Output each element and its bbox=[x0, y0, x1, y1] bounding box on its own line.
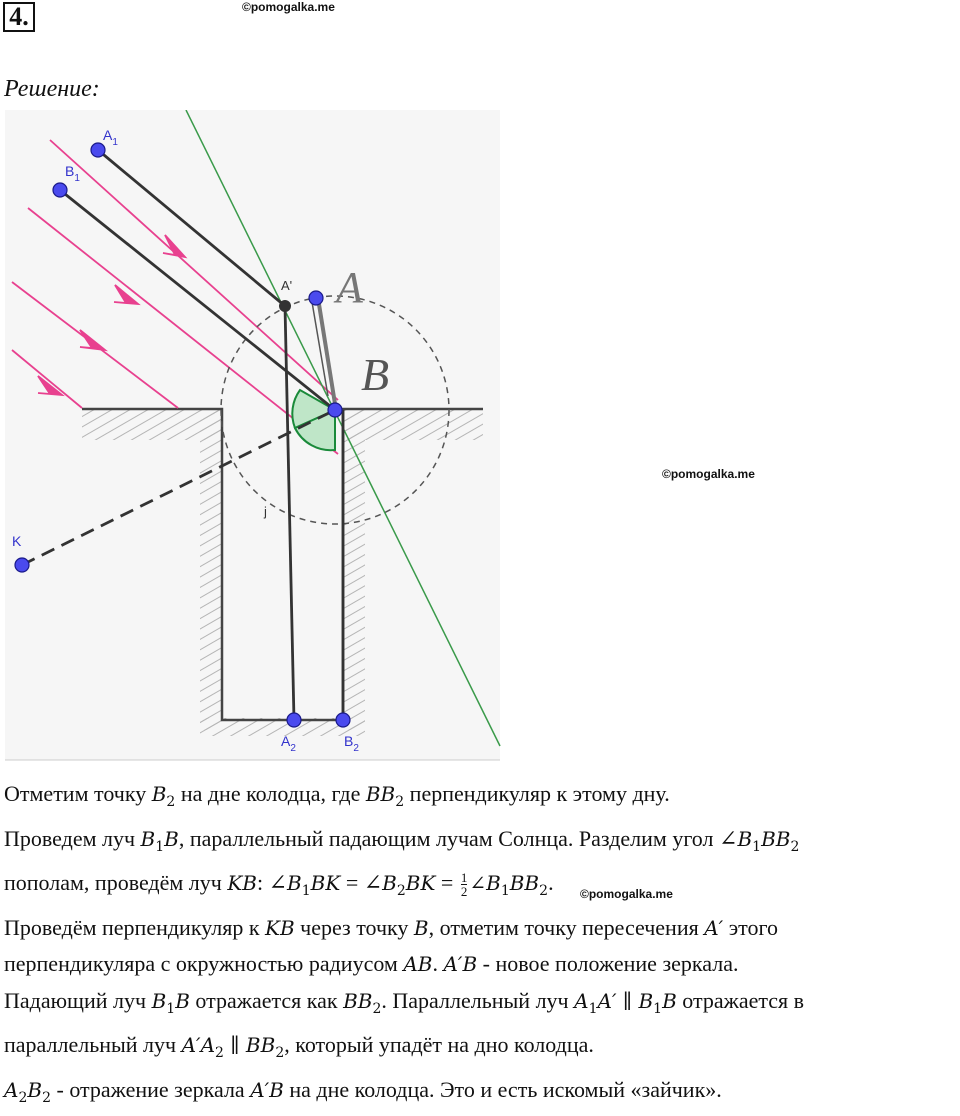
well-hatch-left bbox=[200, 410, 222, 730]
point-B2 bbox=[336, 713, 350, 727]
label-A-big: A bbox=[333, 263, 364, 312]
solution-heading: Решение: bbox=[4, 76, 100, 103]
point-B bbox=[328, 403, 342, 417]
watermark-top: ©pomogalka.me bbox=[242, 0, 335, 14]
watermark-middle: ©pomogalka.me bbox=[662, 467, 755, 481]
point-A-prime bbox=[279, 300, 291, 312]
text-line-3: пополам, проведём луч KB: ∠B1BK = ∠B2BK … bbox=[4, 865, 960, 910]
text-line-4: Проведём перпендикуляр к KB через точку … bbox=[4, 910, 960, 947]
point-B1 bbox=[53, 183, 67, 197]
problem-number: 4. bbox=[3, 2, 35, 32]
well-hatch-right bbox=[343, 410, 365, 730]
text-line-2: Проведем луч B1B, параллельный падающим … bbox=[4, 821, 960, 866]
point-A1 bbox=[91, 143, 105, 157]
label-K: K bbox=[12, 533, 22, 549]
solution-text: Отметим точку B2 на дне колодца, где BB2… bbox=[4, 776, 960, 1116]
text-line-8: A2B2 - отражение зеркала A′B на дне коло… bbox=[4, 1072, 960, 1116]
text-line-6: Падающий луч B1B отражается как BB2. Пар… bbox=[4, 983, 960, 1028]
label-j: j bbox=[263, 504, 267, 519]
label-B-big: B bbox=[361, 349, 389, 400]
text-line-7: параллельный луч A′A2 ∥ BB2, который упа… bbox=[4, 1027, 960, 1072]
point-A bbox=[309, 291, 323, 305]
geometry-figure: A1 B1 K A2 B2 A' j A B bbox=[0, 110, 505, 770]
text-line-5: перпендикуляра с окружностью радиусом AB… bbox=[4, 946, 960, 983]
text-line-1: Отметим точку B2 на дне колодца, где BB2… bbox=[4, 776, 960, 821]
label-A-prime: A' bbox=[281, 278, 292, 293]
point-A2 bbox=[287, 713, 301, 727]
watermark-bottom: ©pomogalka.me bbox=[580, 887, 673, 901]
point-K bbox=[15, 558, 29, 572]
